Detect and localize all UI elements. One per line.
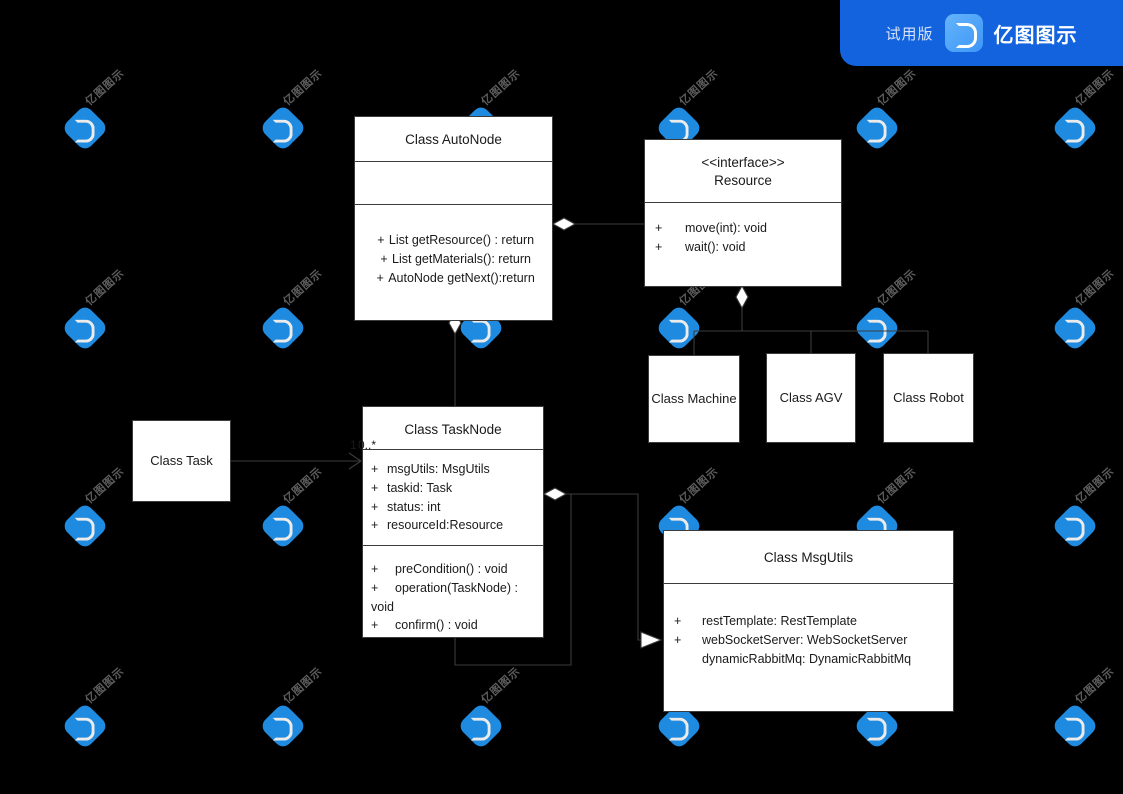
class-box-resource[interactable]: <<interface>> Resource +move(int): void … bbox=[644, 139, 842, 287]
edge-label-tasknode-multiplicity: 0..* bbox=[358, 438, 377, 452]
class-method-row: +operation(TaskNode) : void bbox=[371, 580, 518, 614]
diamond-resource-subclasses bbox=[735, 284, 749, 310]
class-attributes-autonode bbox=[355, 161, 552, 204]
class-title-autonode: Class AutoNode bbox=[405, 132, 502, 147]
class-box-task[interactable]: Class Task bbox=[132, 420, 231, 502]
edge-tasknode-msgutils bbox=[566, 493, 661, 641]
class-name-resource: Resource bbox=[714, 173, 772, 189]
class-title-machine: Class Machine bbox=[651, 391, 737, 407]
class-title-msgutils: Class MsgUtils bbox=[763, 550, 854, 565]
brand-name: 亿图图示 bbox=[993, 24, 1078, 47]
edge-label-task-multiplicity: 1 bbox=[350, 438, 357, 452]
diamond-autonode-resource bbox=[551, 217, 577, 231]
edraw-logo-icon bbox=[944, 14, 983, 52]
class-stereotype-resource: <<interface>> bbox=[701, 155, 785, 170]
class-title-task: Class Task bbox=[150, 453, 213, 469]
class-method-row: +preCondition() : void bbox=[371, 562, 508, 577]
class-attribute-row: +resourceId:Resource bbox=[371, 518, 504, 533]
class-title-robot: Class Robot bbox=[893, 390, 964, 406]
class-method-row: +wait(): void bbox=[655, 240, 746, 255]
class-attribute-row: +msgUtils: MsgUtils bbox=[371, 462, 490, 477]
class-method-row: +confirm() : void bbox=[371, 618, 478, 633]
class-box-agv[interactable]: Class AGV bbox=[766, 353, 856, 443]
class-title-agv: Class AGV bbox=[779, 390, 843, 406]
class-attribute-row: +status: int bbox=[371, 499, 441, 514]
diamond-tasknode-msgutils bbox=[542, 487, 568, 501]
class-methods-tasknode: +preCondition() : void +operation(TaskNo… bbox=[363, 545, 543, 645]
class-method-row: +List getMaterials(): return bbox=[380, 251, 531, 266]
arrow-task-tasknode bbox=[348, 452, 362, 470]
class-attribute-row: +webSocketServer: WebSocketServer bbox=[674, 632, 908, 647]
class-attribute-row: +taskid: Task bbox=[371, 480, 453, 495]
class-method-row: +move(int): void bbox=[655, 221, 767, 236]
class-attributes-msgutils: +restTemplate: RestTemplate +webSocketSe… bbox=[664, 583, 953, 678]
trial-banner: 试用版 亿图图示 bbox=[840, 0, 1123, 66]
class-box-msgutils[interactable]: Class MsgUtils +restTemplate: RestTempla… bbox=[663, 530, 954, 712]
class-box-autonode[interactable]: Class AutoNode +List getResource() : ret… bbox=[354, 116, 553, 321]
trial-label: 试用版 bbox=[885, 25, 934, 43]
class-title-tasknode: Class TaskNode bbox=[404, 422, 502, 437]
class-method-row: +AutoNode getNext():return bbox=[376, 270, 535, 285]
class-attributes-tasknode: +msgUtils: MsgUtils +taskid: Task +statu… bbox=[363, 449, 543, 545]
class-attribute-row: dynamicRabbitMq: DynamicRabbitMq bbox=[702, 651, 912, 666]
edge-tasknode-self-loop bbox=[454, 494, 572, 666]
class-title-resource: <<interface>> Resource bbox=[645, 140, 841, 202]
class-box-robot[interactable]: Class Robot bbox=[883, 353, 974, 443]
class-box-machine[interactable]: Class Machine bbox=[648, 355, 740, 443]
class-attribute-row: +restTemplate: RestTemplate bbox=[674, 614, 857, 629]
class-method-row: +List getResource() : return bbox=[377, 233, 535, 248]
class-methods-autonode: +List getResource() : return +List getMa… bbox=[355, 204, 552, 297]
class-box-tasknode[interactable]: Class TaskNode +msgUtils: MsgUtils +task… bbox=[362, 406, 544, 638]
class-methods-resource: +move(int): void +wait(): void bbox=[645, 202, 841, 267]
arrowhead-tasknode-msgutils bbox=[640, 631, 663, 649]
